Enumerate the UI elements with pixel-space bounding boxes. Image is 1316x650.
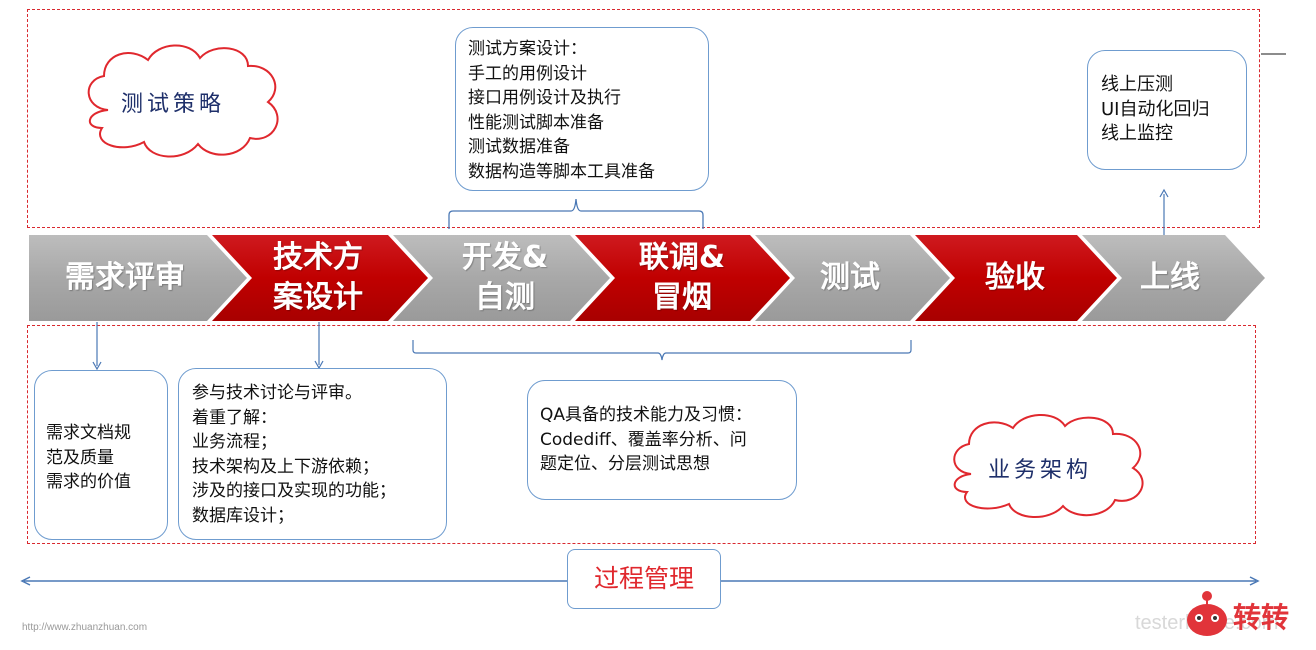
online-arrow [1159, 188, 1169, 238]
requirements-line: 需求文档规 [46, 423, 131, 443]
stage-label-design: 技术方 案设计 [238, 238, 398, 318]
design-line: 测试数据准备 [468, 137, 570, 157]
stage-chevron-5 [755, 235, 950, 321]
stage-text: 验收 [985, 260, 1045, 295]
online-box: 线上压测 UI自动化回归 线上监控 [1087, 50, 1247, 170]
design-brace [448, 198, 704, 229]
stage-label-integration: 联调& 冒烟 [602, 238, 762, 318]
stage-chevron-1 [29, 235, 247, 321]
online-line: 线上监控 [1101, 123, 1173, 144]
stage-text: 案设计 [273, 280, 363, 315]
architecture-region [27, 325, 1256, 544]
stage-text: 自测 [475, 280, 535, 315]
design-line: 测试方案设计： [468, 39, 587, 59]
requirements-box: 需求文档规 范及质量 需求的价值 [34, 370, 168, 540]
stage-chevron-4 [575, 235, 790, 321]
architecture-cloud-icon [953, 413, 1144, 519]
strategy-cloud-label: 测试策略 [121, 92, 226, 117]
online-line: UI自动化回归 [1101, 98, 1210, 120]
strategy-cloud-icon [87, 44, 279, 158]
tech-review-line: 涉及的接口及实现的功能； [192, 481, 396, 501]
design-line: 数据构造等脚本工具准备 [468, 161, 655, 182]
stage-label-acceptance: 验收 [940, 258, 1090, 298]
qa-line: QA具备的技术能力及习惯： [540, 405, 753, 425]
tech-review-line: 业务流程； [192, 432, 277, 452]
stage-chevron-7 [1082, 235, 1265, 321]
stage-text: 开发& [461, 240, 549, 275]
online-line: 线上压测 [1101, 74, 1173, 95]
tech-review-box: 参与技术讨论与评审。 着重了解： 业务流程； 技术架构及上下游依赖； 涉及的接口… [178, 368, 447, 540]
tech-review-line: 数据库设计； [192, 505, 294, 526]
design-line: 接口用例设计及执行 [468, 88, 621, 108]
strategy-region [27, 9, 1260, 228]
footer-url: http://www.zhuanzhuan.com [22, 622, 148, 633]
stage-chevron-2 [212, 235, 428, 321]
qa-skills-box: QA具备的技术能力及习惯： Codediff、覆盖率分析、问 题定位、分层测试思… [527, 380, 797, 500]
process-management-box: 过程管理 [567, 549, 721, 609]
design-line: 性能测试脚本准备 [468, 112, 604, 133]
stage-text: 测试 [820, 260, 880, 295]
brand-name: 转转 [1233, 601, 1290, 634]
stage-label-test: 测试 [780, 258, 920, 298]
process-management-label: 过程管理 [593, 564, 694, 593]
stage-chevron-6 [915, 235, 1117, 321]
qa-line: Codediff、覆盖率分析、问 [540, 429, 747, 450]
tech-review-line: 参与技术讨论与评审。 [192, 383, 362, 403]
tech-review-line: 技术架构及上下游依赖； [192, 456, 379, 477]
stage-text: 技术方 [273, 240, 363, 275]
stage-label-release: 上线 [1100, 258, 1240, 298]
stage-chevron-3 [393, 235, 610, 321]
stage-text: 联调& [638, 240, 726, 275]
requirements-line: 范及质量 [46, 447, 114, 468]
architecture-cloud-label: 业务架构 [988, 458, 1093, 483]
test-design-box: 测试方案设计： 手工的用例设计 接口用例设计及执行 性能测试脚本准备 测试数据准… [455, 27, 709, 191]
requirements-line: 需求的价值 [46, 472, 131, 492]
brand-logo-icon [1187, 591, 1227, 636]
qa-line: 题定位、分层测试思想 [540, 454, 710, 474]
tech-review-line: 着重了解： [192, 407, 277, 428]
stage-text: 需求评审 [65, 260, 185, 295]
stage-text: 冒烟 [652, 280, 712, 315]
design-line: 手工的用例设计 [468, 63, 587, 84]
edge-line [1261, 53, 1286, 55]
stage-label-review: 需求评审 [40, 258, 210, 298]
stage-text: 上线 [1140, 260, 1200, 295]
stage-label-dev: 开发& 自测 [425, 238, 585, 318]
